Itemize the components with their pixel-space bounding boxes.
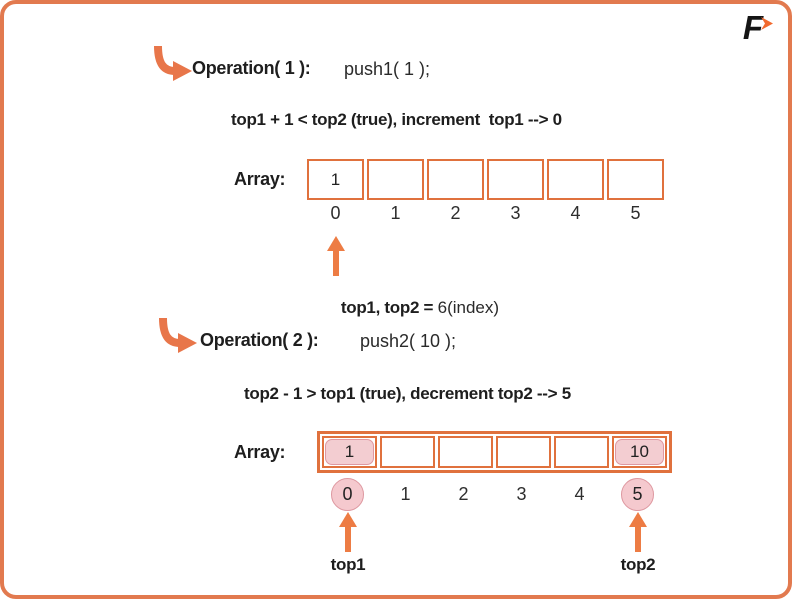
up-arrow-icon <box>327 236 345 276</box>
array2: 1 10 <box>317 431 672 473</box>
array1-cell-0: 1 <box>307 159 364 200</box>
logo-chevron-icon <box>761 17 773 30</box>
array2-index-4: 4 <box>574 483 585 504</box>
array2-cell-5: 10 <box>612 436 667 468</box>
array1-cell-5 <box>607 159 664 200</box>
faceprep-logo: F <box>742 9 774 46</box>
condition2-text: top2 - 1 > top1 (true), decrement top2 -… <box>244 384 571 403</box>
pointer1-caption-regular: 6(index) <box>437 298 500 317</box>
array2-cell-4 <box>554 436 609 468</box>
array1-cell-1 <box>367 159 424 200</box>
operation2-code: push2( 10 ); <box>360 331 457 351</box>
array2-index-0-slot: 0 <box>320 477 375 511</box>
array2-index-row: 0 1 2 3 4 5 <box>320 477 665 511</box>
array1-index-row: 0 1 2 3 4 5 <box>307 202 664 224</box>
array2-cell-0: 1 <box>322 436 377 468</box>
array2-label: Array: <box>234 442 286 462</box>
condition1-text: top1 + 1 < top2 (true), increment top1 -… <box>231 110 562 129</box>
array1-cell-2 <box>427 159 484 200</box>
array1-index-5: 5 <box>630 202 641 223</box>
logo-letter-f: F <box>742 9 763 46</box>
array1: 1 <box>307 159 664 200</box>
array1-index-3: 3 <box>510 202 521 223</box>
array2-index-0-circle: 0 <box>331 477 364 511</box>
array1-label: Array: <box>234 169 286 189</box>
array2-index-1: 1 <box>400 483 411 504</box>
top1-pointer-label: top1 <box>330 555 366 574</box>
up-arrow-icon <box>339 512 357 552</box>
curved-arrow-icon <box>154 45 192 81</box>
array2-index-5-circle: 5 <box>621 477 654 511</box>
array1-index-2: 2 <box>450 202 461 223</box>
array2-cell-3 <box>496 436 551 468</box>
array2-cell-1 <box>380 436 435 468</box>
array2-index-5-slot: 5 <box>610 477 665 511</box>
array2-cell-5-highlight: 10 <box>615 439 664 465</box>
array1-cell-4 <box>547 159 604 200</box>
operation1-label: Operation( 1 ): <box>192 58 311 78</box>
pointer1-caption-bold: top1, top2 = <box>340 298 438 317</box>
array2-cell-0-highlight: 1 <box>325 439 374 465</box>
array1-index-1: 1 <box>390 202 401 223</box>
curved-arrow-icon <box>159 317 197 353</box>
operation2-label: Operation( 2 ): <box>200 330 319 350</box>
array2-index-3: 3 <box>516 483 527 504</box>
array1-cell-3 <box>487 159 544 200</box>
array2-index-2: 2 <box>458 483 469 504</box>
array1-index-4: 4 <box>570 202 581 223</box>
array1-index-0: 0 <box>330 202 341 223</box>
pointer1-caption: top1, top2 = 6(index) <box>322 278 499 338</box>
operation1-code: push1( 1 ); <box>344 59 431 79</box>
array2-cell-2 <box>438 436 493 468</box>
top2-pointer-label: top2 <box>620 555 656 574</box>
up-arrow-icon <box>629 512 647 552</box>
